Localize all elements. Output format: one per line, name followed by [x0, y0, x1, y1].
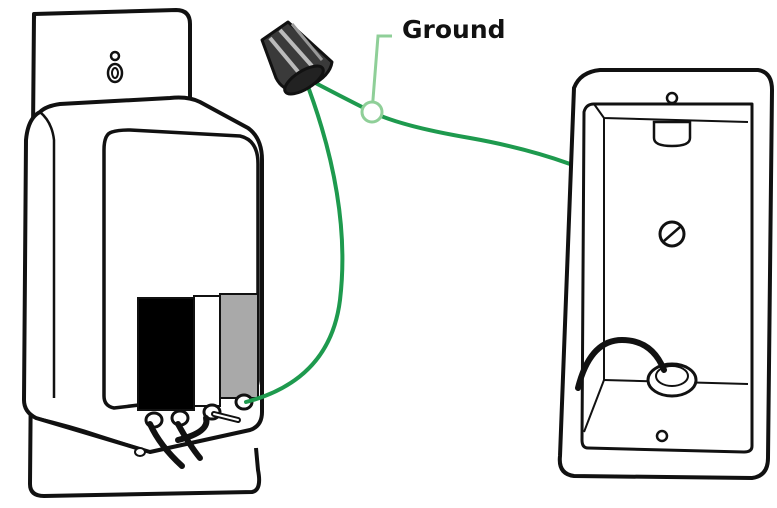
- ground-callout: Ground: [360, 15, 506, 124]
- device-ground-wire: [244, 74, 345, 404]
- terminal-white: [193, 295, 221, 407]
- plate-bottom-screw: [134, 447, 146, 457]
- wire-nut-icon: [260, 20, 334, 96]
- cable-knockout: [646, 362, 698, 398]
- ground-callout-marker: [360, 100, 384, 124]
- wall-plate: [32, 8, 192, 114]
- terminal-gray: [219, 293, 259, 399]
- ground-label: Ground: [402, 15, 506, 44]
- device-lead-wires: [147, 411, 241, 469]
- plate-mounting-hole: [106, 50, 124, 84]
- box-inner-wall: [580, 102, 754, 454]
- electrical-box: [557, 68, 774, 480]
- box-bottom-mounting-hole: [655, 429, 669, 443]
- box-top-mounting-hole: [665, 91, 679, 105]
- box-top-tab: [652, 120, 692, 148]
- housing-bottom-edge: [35, 416, 151, 454]
- terminal-black: [137, 297, 195, 411]
- ground-callout-line: [370, 34, 392, 113]
- housing-side-edge: [39, 111, 56, 398]
- terminal-block: [137, 293, 259, 411]
- ground-screw-icon: [658, 220, 686, 248]
- device-assembly: [22, 8, 264, 498]
- supply-cable: [575, 336, 667, 391]
